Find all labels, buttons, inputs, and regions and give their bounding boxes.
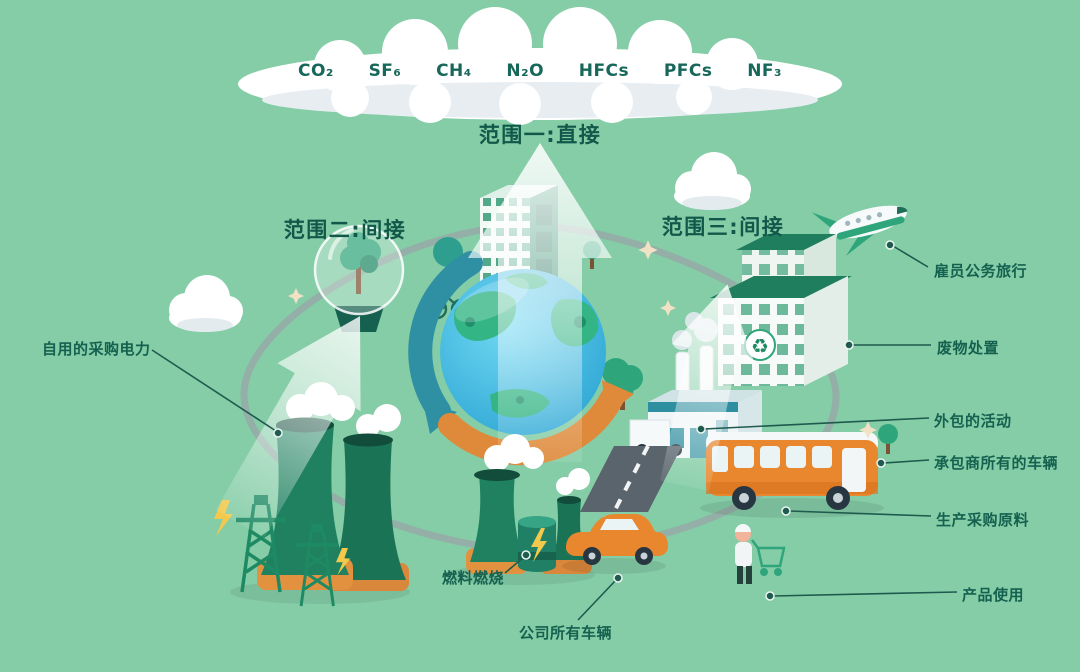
bus [700, 432, 884, 518]
gas-label-row: CO₂ SF₆ CH₄ N₂O HFCs PFCs NF₃ [298, 61, 782, 81]
power-pylon-right [296, 523, 339, 607]
gas-ch4: CH₄ [436, 61, 472, 81]
scope3-title: 范围三:间接 [661, 215, 785, 239]
gas-cloud-shape [238, 7, 842, 125]
scope2-arrow [215, 316, 361, 538]
label-waste-disposal: 废物处置 [937, 339, 1000, 357]
label-product-use: 产品使用 [962, 586, 1025, 604]
gas-co2: CO₂ [298, 61, 334, 81]
road [580, 445, 682, 513]
label-purchased-electricity: 自用的采购电力 [42, 340, 151, 358]
gas-pfcs: PFCs [663, 61, 713, 81]
label-contractor-vehicles: 承包商所有的车辆 [934, 454, 1059, 472]
shopper-with-cart [735, 524, 786, 584]
lightning-bolt-icon [336, 548, 351, 575]
airplane [811, 205, 908, 256]
scope1-arrow [468, 143, 612, 462]
fuel-barrel [518, 516, 556, 572]
tree-green [602, 358, 643, 410]
label-fuel-combustion: 燃料燃烧 [442, 569, 505, 587]
label-company-vehicles: 公司所有车辆 [519, 624, 613, 642]
scope1-title: 范围一:直接 [478, 123, 602, 147]
sparkle-icon [288, 240, 877, 439]
cloud-left [169, 275, 243, 332]
recycle-icon: ♻ [751, 334, 769, 358]
gas-nf3: NF₃ [747, 61, 782, 81]
tree-small-right [878, 424, 898, 454]
cycle-arrow-teal [408, 251, 483, 434]
car [562, 514, 668, 574]
scope2-title: 范围二:间接 [283, 218, 407, 242]
cooling-towers-center [445, 434, 595, 585]
gas-hfcs: HFCs [578, 61, 630, 81]
gas-n2o: N₂O [506, 61, 545, 81]
label-outsourced-activities: 外包的活动 [934, 412, 1012, 430]
callout-dots [273, 240, 895, 601]
label-purchased-materials: 生产采购原料 [936, 511, 1030, 529]
scope3-arrow [660, 284, 754, 492]
gas-sf6: SF₆ [368, 61, 402, 81]
cloud-upper-right [674, 152, 751, 210]
label-business-travel: 雇员公务旅行 [934, 262, 1028, 280]
callout-lines [151, 245, 958, 621]
